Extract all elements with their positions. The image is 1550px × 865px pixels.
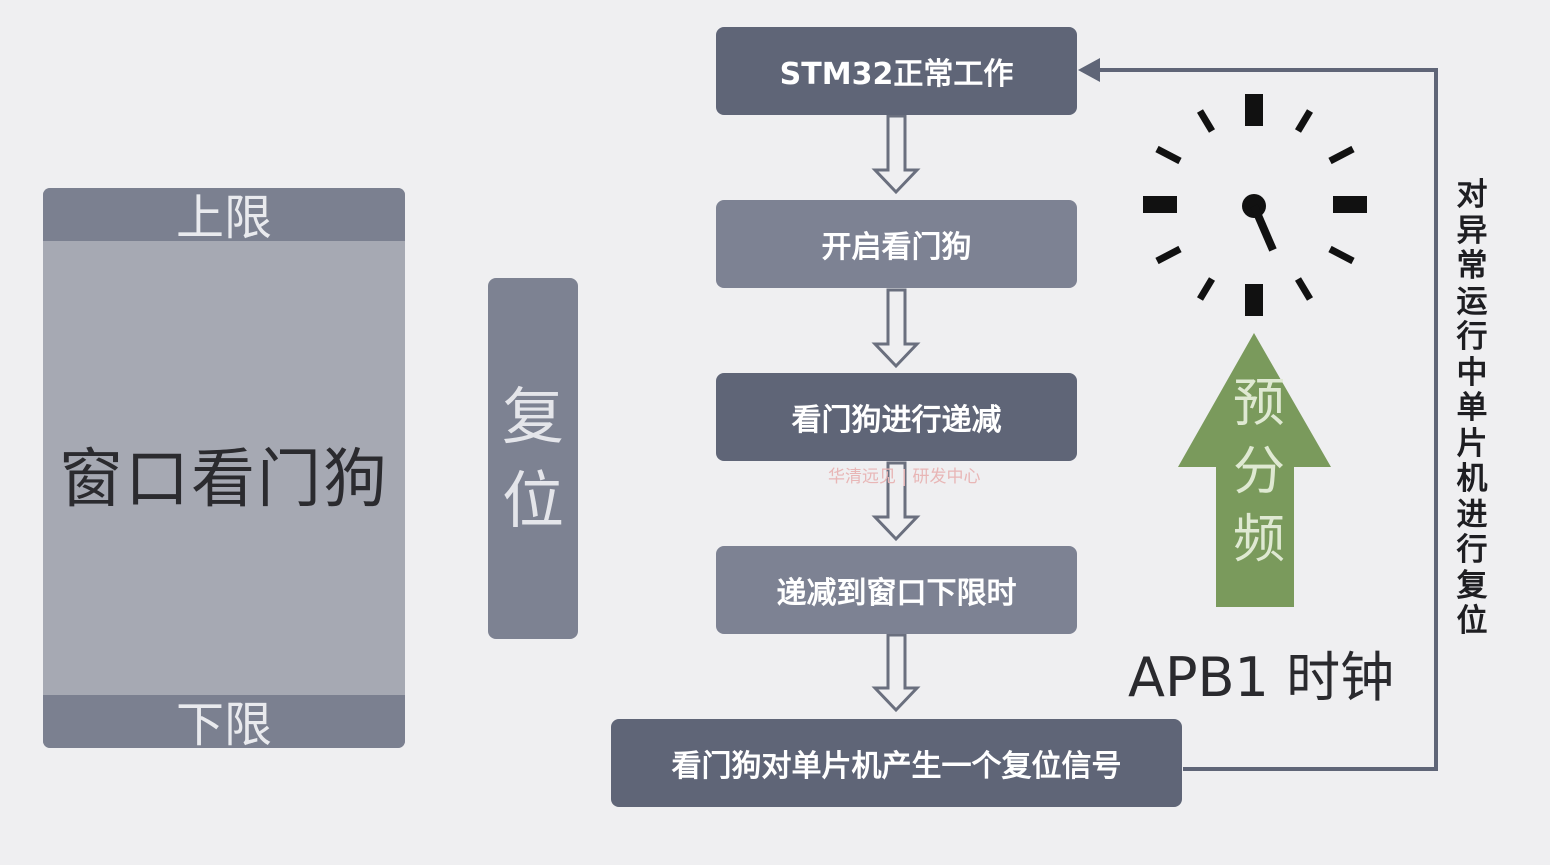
feedback-char: 常 [1456, 248, 1488, 284]
feedback-char: 机 [1456, 461, 1488, 497]
feedback-char: 行 [1456, 319, 1488, 355]
prescaler-char-3: 频 [1232, 510, 1285, 570]
apb1-clock-label: APB1 时钟 [1128, 646, 1395, 709]
feedback-char: 运 [1456, 283, 1488, 320]
feedback-char: 异 [1456, 212, 1488, 249]
feedback-char: 行 [1456, 532, 1488, 568]
down-arrow-3 [871, 461, 921, 542]
feedback-char: 位 [1456, 603, 1488, 639]
reset-char-2: 位 [501, 463, 564, 537]
down-arrow-2 [871, 288, 921, 369]
feedback-char: 片 [1456, 425, 1488, 462]
step-enable-watchdog: 开启看门狗 [716, 200, 1077, 288]
step-decrement-to-lower-limit: 递减到窗口下限时 [716, 546, 1077, 634]
feedback-arrowhead [1078, 58, 1100, 82]
prescaler-char-2: 分 [1232, 442, 1285, 502]
lower-limit-band: 下限 [43, 695, 405, 748]
reset-block: 复 位 [488, 278, 578, 639]
step-stm32-normal: STM32正常工作 [716, 27, 1077, 115]
prescaler-label: 预 分 频 [1229, 370, 1289, 574]
clock-icon [1143, 94, 1367, 316]
window-watchdog-title: 窗口看门狗 [59, 443, 389, 517]
feedback-char: 复 [1456, 567, 1488, 604]
reset-char-1: 复 [501, 379, 564, 453]
down-arrow-1 [871, 114, 921, 195]
step-reset-signal: 看门狗对单片机产生一个复位信号 [611, 719, 1182, 807]
prescaler-arrow [1178, 333, 1331, 607]
down-arrow-4 [871, 633, 921, 713]
upper-limit-band: 上限 [43, 188, 405, 246]
feedback-char: 对 [1456, 177, 1488, 213]
feedback-label: 对 异 常 运 行 中 单 片 机 进 行 复 位 [1452, 177, 1492, 640]
step-watchdog-decrement: 看门狗进行递减 [716, 373, 1077, 461]
window-watchdog-block: 上限 窗口看门狗 下限 [43, 188, 405, 748]
feedback-char: 单 [1456, 390, 1488, 426]
watermark: 华清远见 | 研发中心 [828, 467, 981, 487]
prescaler-char-1: 预 [1232, 374, 1285, 434]
feedback-char: 进 [1456, 496, 1488, 533]
feedback-char: 中 [1456, 354, 1488, 391]
feedback-loop-line [1098, 68, 1438, 771]
